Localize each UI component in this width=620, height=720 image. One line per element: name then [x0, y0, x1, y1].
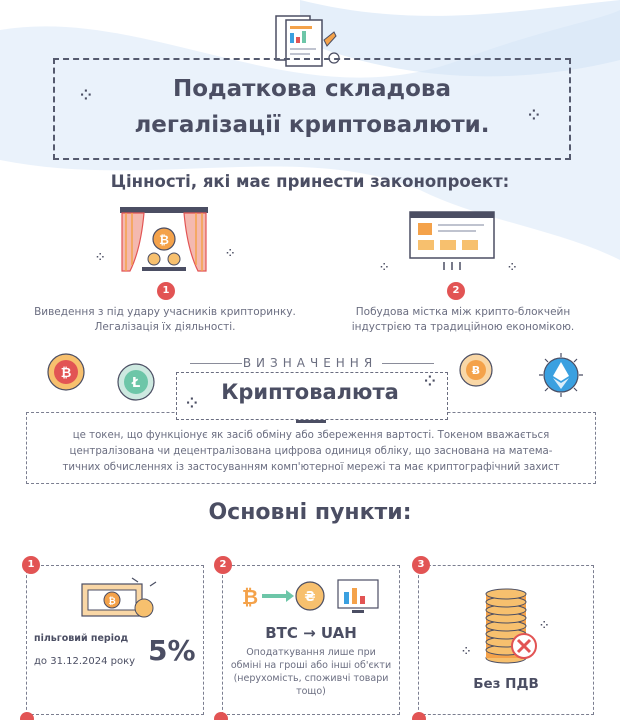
page-title-line2: легалізації криптовалюти. — [134, 112, 490, 138]
card3-label: Без ПДВ — [473, 676, 539, 692]
next-card-number — [20, 712, 34, 720]
ethereum-coin-icon — [539, 353, 583, 397]
theater-stage-icon: ₿ — [120, 207, 208, 272]
coin-stack-icon — [485, 588, 537, 664]
value-text-2: Побудова містка між крипто-блокчейн інду… — [318, 305, 608, 335]
values-heading: Цінності, які має принести законопроект: — [110, 172, 510, 191]
card1-label: пільговий період — [34, 633, 129, 644]
card2-conversion: BTC → UAH — [265, 624, 357, 642]
sparkle-icon: ⁘ — [462, 646, 471, 657]
sparkle-icon: ⁘ — [528, 108, 540, 124]
card-number-3: 3 — [412, 556, 430, 574]
banknote-icon: ₿ — [81, 577, 157, 618]
sparkle-icon: ⁘ — [96, 252, 105, 263]
definition-text: це токен, що функціонує як засіб обміну … — [36, 428, 586, 476]
value-text-1-line2: Легалізація їх діяльності. — [94, 321, 236, 333]
svg-text:₿: ₿ — [108, 596, 115, 607]
card2-text-line2: обміні на гроші або інші об'єкти — [230, 660, 392, 671]
litecoin-coin-icon: Ł — [117, 363, 155, 401]
card2-text-line4: тощо) — [296, 686, 326, 697]
svg-text:₿: ₿ — [61, 366, 72, 381]
sparkle-icon: ⁘ — [80, 88, 92, 104]
sparkle-icon: ⁘ — [508, 262, 517, 273]
next-card-number — [412, 712, 426, 720]
sparkle-icon: ⁘ — [226, 248, 235, 259]
definition-caption: ВИЗНАЧЕННЯ — [242, 356, 378, 370]
card1-date: до 31.12.2024 року — [34, 656, 136, 667]
exchange-icon: ₿ ₴ — [242, 579, 379, 613]
definition-term: Криптовалюта — [221, 380, 399, 404]
value-number-1: 1 — [157, 282, 175, 300]
definition-term-box — [176, 372, 448, 420]
page-title-line1: Податкова складова — [172, 76, 452, 102]
card2-text-line1: Оподаткування лише при — [246, 647, 376, 658]
card-number-2: 2 — [214, 556, 232, 574]
sparkle-icon: ⁘ — [186, 396, 198, 412]
divider — [382, 363, 434, 364]
value-text-2-line2: індустрією та традиційною економікою. — [351, 321, 575, 333]
points-heading: Основні пункти: — [208, 500, 412, 525]
card1-percent: 5% — [148, 634, 196, 667]
value-text-2-line1: Побудова містка між крипто-блокчейн — [355, 306, 571, 318]
web-page-icon — [409, 211, 495, 270]
coin-icon: Ƀ — [459, 353, 493, 387]
sparkle-icon: ⁘ — [380, 262, 389, 273]
svg-text:₴: ₴ — [304, 590, 315, 605]
definition-text-line3: тичних обчисленнях із застосуванням комп… — [62, 462, 560, 473]
value-text-1-line1: Виведення з під удару учасників криптори… — [34, 306, 296, 318]
value-text-1: Виведення з під удару учасників криптори… — [20, 305, 310, 335]
card2-text: Оподаткування лише при обміні на гроші а… — [230, 646, 392, 698]
definition-text-line2: централізована чи децентралізована цифро… — [69, 446, 553, 457]
next-card-number — [214, 712, 228, 720]
title-area: Податкова складова легалізації криптовал… — [53, 58, 571, 160]
svg-text:Ƀ: Ƀ — [472, 364, 480, 377]
bitcoin-coin-icon: ₿ — [47, 353, 85, 391]
svg-text:₿: ₿ — [159, 233, 169, 247]
divider — [190, 363, 242, 364]
svg-text:Ł: Ł — [131, 376, 140, 391]
definition-underline — [296, 420, 326, 423]
sparkle-icon: ⁘ — [424, 374, 436, 390]
card-number-1: 1 — [22, 556, 40, 574]
sparkle-icon: ⁘ — [540, 620, 549, 631]
value-number-2: 2 — [447, 282, 465, 300]
svg-text:₿: ₿ — [242, 585, 258, 609]
card2-text-line3: (нерухомість, споживчі товари — [233, 673, 389, 684]
title-box — [53, 58, 571, 160]
definition-text-line1: це токен, що функціонує як засіб обміну … — [72, 430, 550, 441]
